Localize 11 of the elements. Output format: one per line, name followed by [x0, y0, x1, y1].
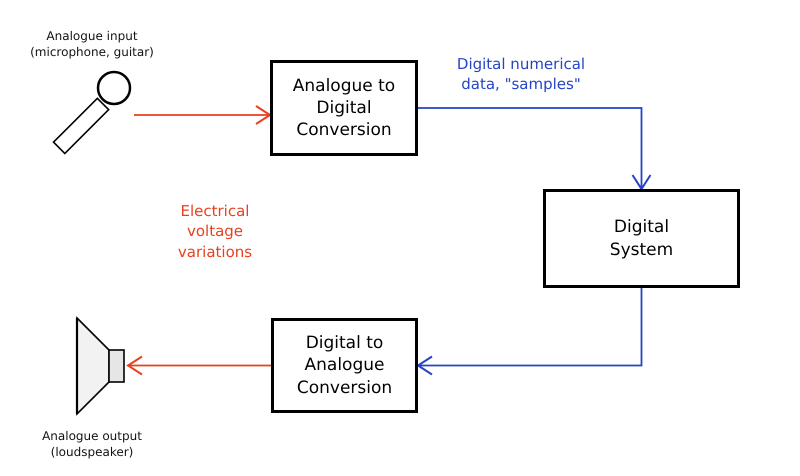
note: Electrical voltage variations: [176, 201, 254, 262]
edge-label: Digital numerical data, "samples": [456, 54, 586, 94]
arrow: [417, 288, 642, 376]
arrow: [418, 107, 652, 190]
node-label: Analogue output (loudspeaker): [41, 428, 143, 460]
arrow: [127, 356, 271, 376]
node-label: Analogue input (microphone, guitar): [29, 28, 155, 60]
process-box: Digital to Analogue Conversion: [271, 318, 418, 413]
process-box: Digital System: [543, 189, 740, 288]
arrow: [134, 105, 271, 125]
process-box: Analogue to Digital Conversion: [270, 60, 418, 156]
